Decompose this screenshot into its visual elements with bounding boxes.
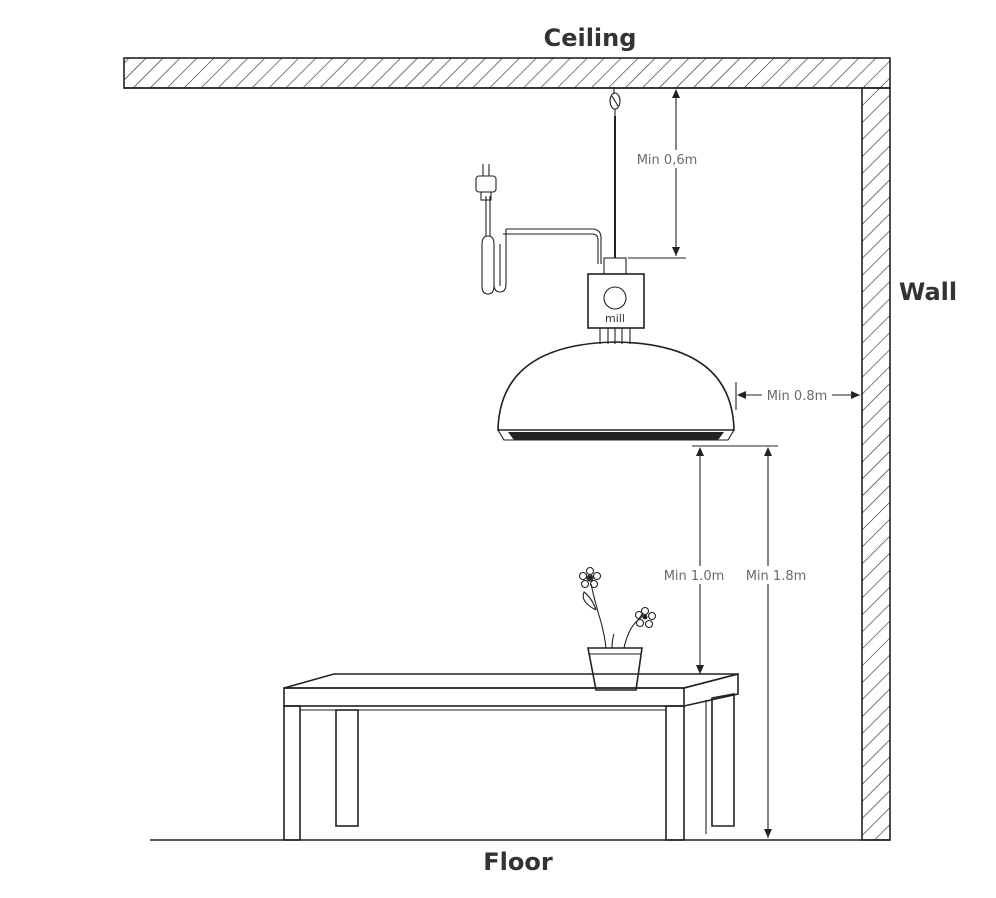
flower-pot <box>578 566 657 691</box>
wall-label: Wall <box>899 278 957 306</box>
flower-icon <box>578 566 602 589</box>
table <box>283 672 739 841</box>
floor-clearance-label: Min 1.8m <box>746 569 807 584</box>
ceiling-clearance-dimension: Min 0,6m <box>625 87 700 259</box>
wall-slab <box>124 86 891 841</box>
power-cord <box>481 196 602 295</box>
heater-control-box: mill <box>587 257 645 344</box>
table-clearance-dimension: Min 1.0m <box>660 445 778 674</box>
heater-brand-label: mill <box>605 312 625 325</box>
wall-clearance-label: Min 0.8m <box>767 389 828 404</box>
table-clearance-label: Min 1.0m <box>664 569 725 584</box>
power-plug <box>475 164 497 201</box>
floor-label: Floor <box>483 848 553 876</box>
ceiling-label: Ceiling <box>544 24 637 52</box>
heater-dial-icon <box>603 286 627 310</box>
heater-dome <box>497 341 735 441</box>
floor-clearance-dimension: Min 1.8m <box>742 447 810 838</box>
ceiling-slab <box>123 57 891 89</box>
ceiling-clearance-label: Min 0,6m <box>637 153 698 168</box>
wall-clearance-dimension: Min 0.8m <box>735 382 860 410</box>
ceiling-hook <box>609 88 621 116</box>
flower-icon <box>634 606 657 629</box>
